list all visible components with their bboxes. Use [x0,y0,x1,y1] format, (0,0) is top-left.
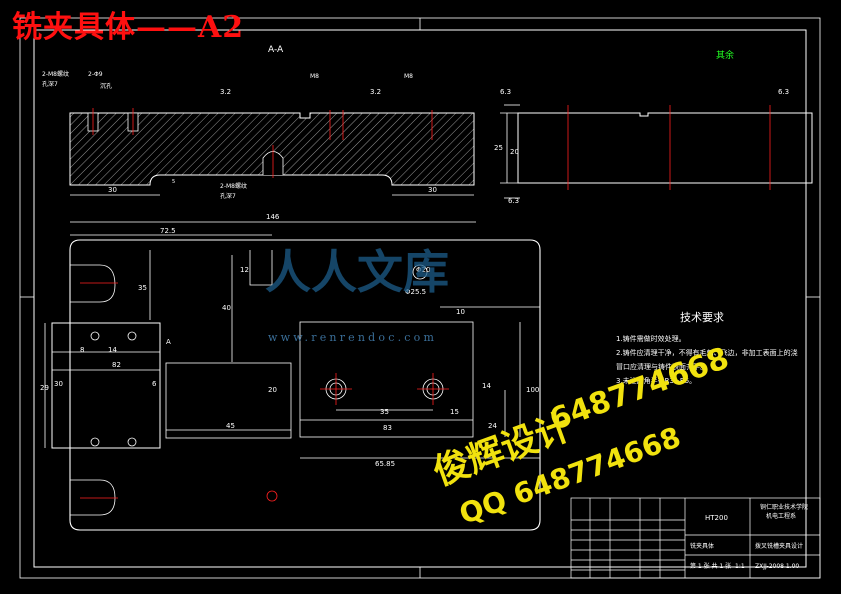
section-view-a-a [69,108,475,196]
dim-top-2: 30 [428,186,437,194]
dim-side-1: 25 [494,144,503,152]
dim-plan-14: 24 [488,422,497,430]
tech-requirements-heading: 技术要求 [680,311,724,324]
tech-requirements-list: 1.铸件需做时效处理。 2.铸件应清理干净，不得有毛刺、飞边，非加工表面上的浇 … [616,332,798,388]
title-block-texts: HT200 铜仁职业技术学院 机电工程系 拨叉铣槽夹具设计 铣夹具体 ZXJJ-… [690,503,808,570]
dim-plan-12: 35 [380,408,389,416]
dim-plan-19: 14 [482,382,491,390]
dim-plan-22: Φ20 [416,266,430,274]
dim-top-5: M8 [404,73,413,80]
dim-plan-8: 45 [226,422,235,430]
dim-plan-13: 15 [450,408,459,416]
tb-school-1: 铜仁职业技术学院 [760,503,808,511]
tb-sheet: 第 1 张 共 1 张 [690,562,731,570]
section-marker-a: A [166,338,171,346]
tb-drawing-no: ZXJJ-2008 1.00 [755,563,799,570]
roughness-2: 3.2 [370,88,381,96]
dim-top-1: 30 [108,186,117,194]
dim-top-3: 5 [172,179,175,185]
dim-plan-15: 100 [526,386,539,394]
dim-plan-11: 83 [383,424,392,432]
roughness-1: 3.2 [220,88,231,96]
hole-note-6: 沉孔 [100,82,112,90]
dim-plan-1: 146 [266,213,280,221]
tb-school-2: 机电工程系 [766,512,796,520]
dim-plan-17: 30 [54,380,63,388]
tech-requirement-item: 3.未注圆角半径R3~R5。 [616,377,697,385]
roughness-3: 6.3 [500,88,511,96]
hole-note-4: 孔深7 [220,192,236,200]
dim-plan-4: 35 [138,284,147,292]
dim-plan-9: 20 [268,386,277,394]
dim-plan-20: 6 [152,380,157,388]
hole-note-1: 2-M8螺纹 [42,70,69,78]
hole-note-2: 孔深7 [42,80,58,88]
dim-plan-10: 65.85 [375,460,395,468]
title-block [570,497,821,579]
dim-plan-16: 14 [108,346,117,354]
dim-plan-2: 72.5 [160,227,176,235]
hole-note-3: 2-M8螺纹 [220,182,247,190]
tech-requirement-item: 冒口应清理与铸件表面齐平。 [616,363,707,371]
site-url-watermark: www.renrendoc.com [268,331,438,344]
annotation-texts: A-A 3.2 3.2 6.3 6.3 6.3 2-M8螺纹 孔深7 2-M8螺… [40,45,789,468]
dim-top-4: M8 [310,73,319,80]
dim-plan-18: 8 [80,346,84,354]
tb-material: HT200 [705,514,728,522]
roughness-5: 6.3 [508,197,519,205]
dim-plan-6: 82 [112,361,121,369]
plan-view [44,221,541,531]
drawing-title-watermark: 铣夹具体——A2 [12,10,245,45]
roughness-4: 6.3 [778,88,789,96]
site-watermark: 人人文库 [265,245,449,299]
surface-finish-note: 其余 [716,51,735,61]
dim-plan-21: 10 [456,308,465,316]
dim-plan-5: 40 [222,304,231,312]
tech-requirement-item: 1.铸件需做时效处理。 [616,335,686,343]
tb-scale: 1:1 [735,563,745,570]
tb-part-name: 铣夹具体 [690,542,714,550]
dim-plan-3: 12 [240,266,249,274]
hole-note-5: 2-Φ9 [88,71,103,78]
tb-drawing-title: 拨叉铣槽夹具设计 [755,542,803,550]
tech-requirement-item: 2.铸件应清理干净，不得有毛刺、飞边，非加工表面上的浇 [616,349,798,357]
dim-plan-23: Φ25.5 [405,288,426,296]
side-view [500,104,813,199]
section-label: A-A [268,45,284,55]
dim-plan-7: 29 [40,384,49,392]
dim-side-2: 20 [510,148,519,156]
